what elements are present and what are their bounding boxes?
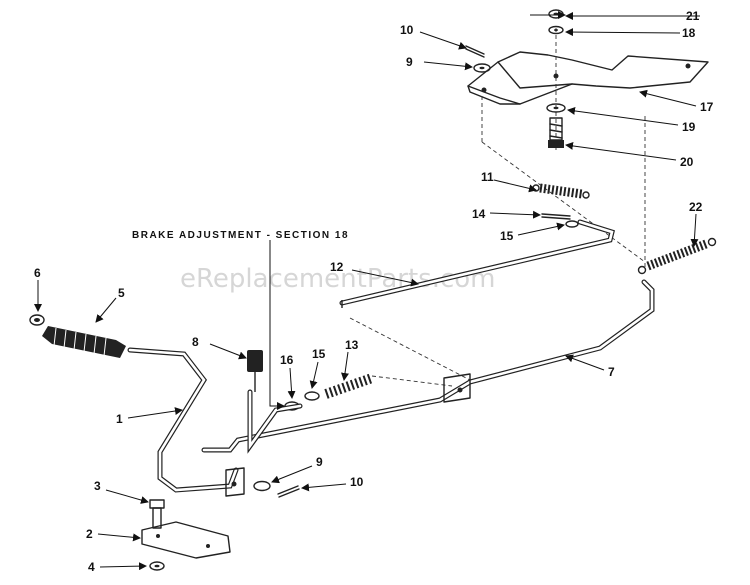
part-label: 21: [686, 9, 700, 23]
washer: [253, 480, 271, 492]
alignment-line: [481, 141, 646, 263]
cotter-pin: [465, 45, 485, 58]
part-label: 17: [700, 100, 714, 114]
alignment-line: [349, 317, 471, 381]
washer: [473, 63, 491, 73]
brake-adjustment-callout: BRAKE ADJUSTMENT - SECTION 18: [132, 230, 349, 241]
part-label: 14: [472, 207, 486, 221]
part-label: 10: [350, 475, 364, 489]
nut: [548, 9, 564, 19]
parking-rod: [201, 279, 655, 453]
bolt: [548, 117, 564, 148]
washer: [548, 25, 564, 35]
part-label: 8: [192, 335, 199, 349]
part-label: 4: [88, 560, 95, 574]
spring: [324, 373, 374, 399]
rod-bracket: [443, 373, 471, 403]
part-label: 12: [330, 260, 344, 274]
part-label: 3: [94, 479, 101, 493]
washer: [546, 103, 566, 113]
washer: [565, 220, 579, 228]
linkage-rod: [247, 389, 303, 454]
nut: [149, 561, 165, 571]
part-label: 22: [689, 200, 703, 214]
pedal-pad: [42, 326, 126, 358]
washer: [304, 391, 320, 401]
bolt: [149, 499, 165, 529]
brake-rod: [339, 219, 615, 308]
part-label: 13: [345, 338, 359, 352]
part-label: 16: [280, 353, 294, 367]
part-label: 10: [400, 23, 414, 37]
part-label: 20: [680, 155, 694, 169]
part-label: 9: [406, 55, 413, 69]
part-label: 2: [86, 527, 93, 541]
part-label: 5: [118, 286, 125, 300]
leader-lines: [34, 11, 700, 571]
pedal-cap: [29, 314, 45, 326]
part-label: 1: [116, 412, 123, 426]
bracket: [467, 51, 709, 105]
part-label: 6: [34, 266, 41, 280]
pedal-arm: [127, 347, 245, 497]
part-label: 11: [481, 170, 494, 184]
alignment-line: [371, 375, 453, 387]
spring: [532, 183, 590, 199]
part-label: 15: [312, 347, 326, 361]
mounting-plate: [141, 521, 231, 559]
part-label: 15: [500, 229, 514, 243]
cotter-pin: [277, 485, 300, 498]
part-label: 19: [682, 120, 696, 134]
part-label: 7: [608, 365, 615, 379]
spring: [637, 237, 717, 275]
sleeve: [247, 350, 263, 392]
part-labels: 21 18 10 9 17 19 20 11 14 15 22 12 6 5 8…: [34, 9, 714, 574]
part-label: 18: [682, 26, 696, 40]
part-label: 9: [316, 455, 323, 469]
clevis-pin: [541, 213, 571, 220]
